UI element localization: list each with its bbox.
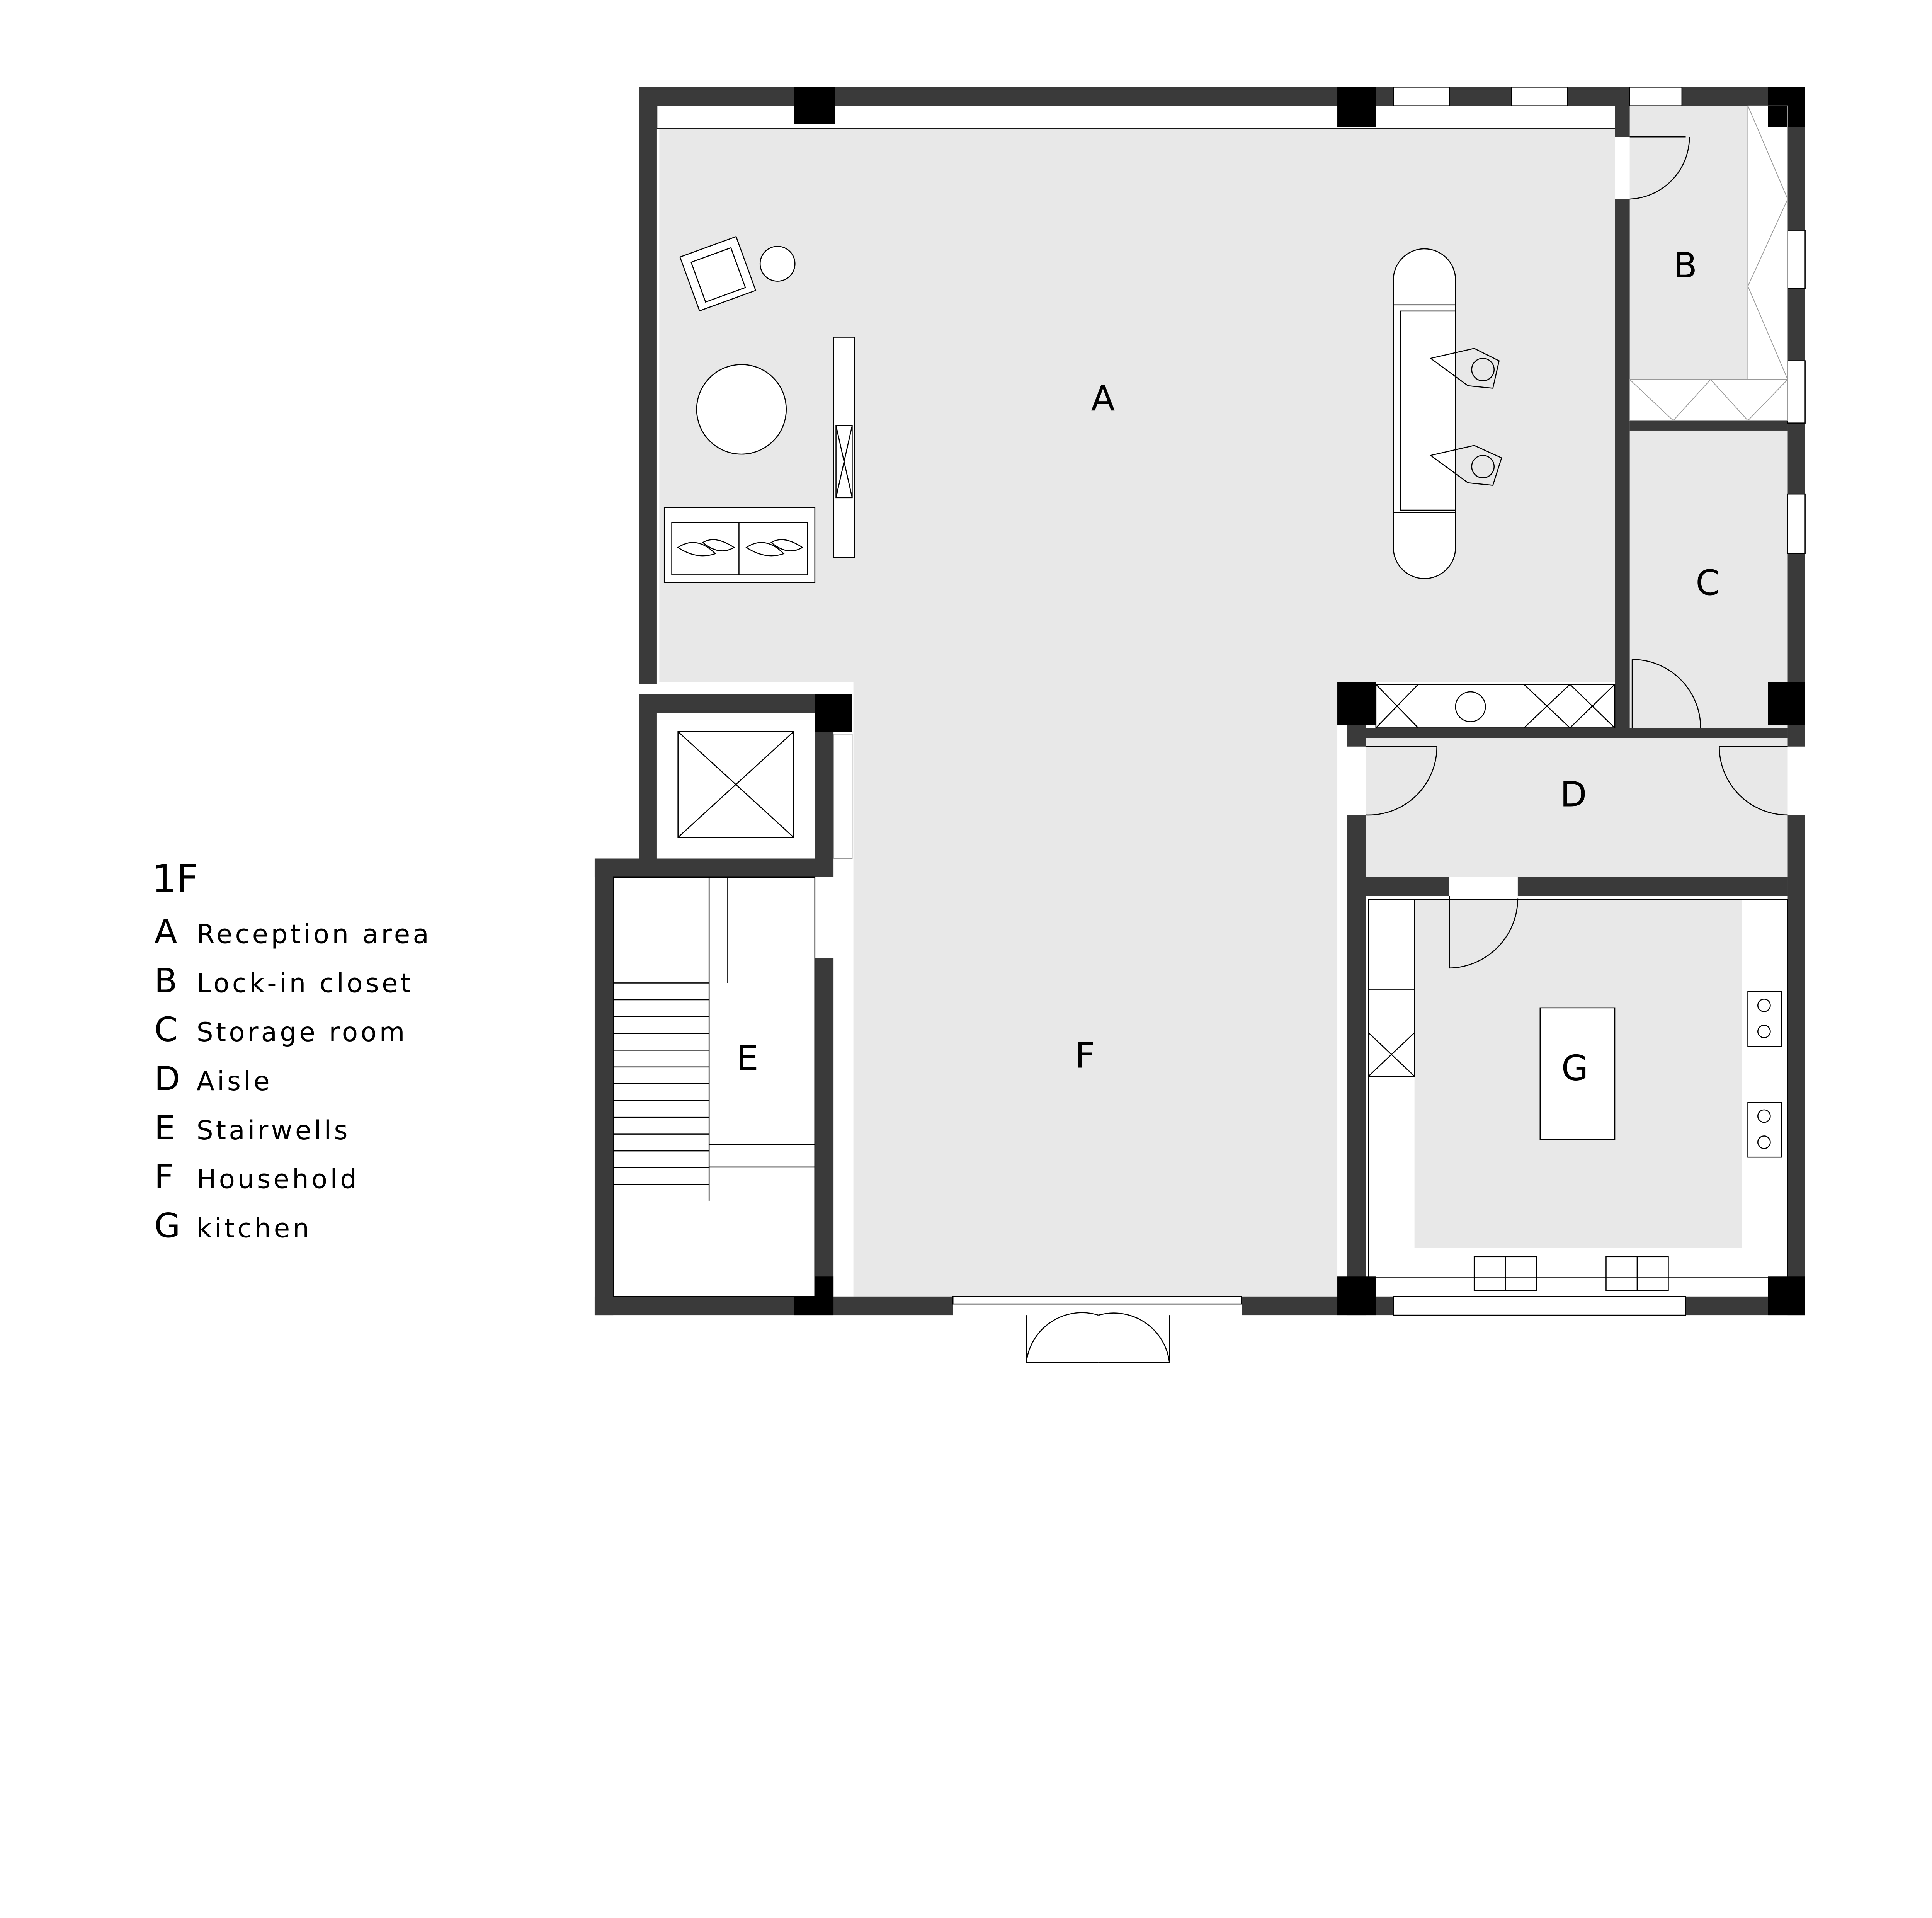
walls [594, 87, 1805, 1316]
sofa [663, 507, 816, 583]
floor-aisle [1366, 738, 1788, 877]
legend-key: B [154, 961, 177, 1000]
room-label-f: F [1075, 1035, 1095, 1076]
reception-desk [1393, 248, 1456, 579]
legend-key: G [154, 1207, 180, 1246]
side-table [759, 246, 796, 282]
kitchen-fixtures [1368, 899, 1788, 1291]
room-label-d: D [1560, 774, 1587, 815]
legend-key: F [154, 1157, 173, 1196]
legend-room-name: Aisle [197, 1066, 272, 1096]
floor-closet [1629, 106, 1748, 380]
legend-title: 1F [152, 856, 199, 901]
closet-cabinets [1629, 105, 1788, 421]
room-label-a: A [1091, 378, 1115, 419]
tv-cabinet [833, 337, 855, 558]
room-label-c: C [1696, 563, 1720, 603]
seated-people [1429, 348, 1502, 486]
columns [794, 87, 1805, 1316]
legend-room-name: kitchen [197, 1213, 312, 1244]
kitchen-island [1539, 1007, 1616, 1140]
legend-key: D [154, 1059, 180, 1098]
floor-areas [656, 105, 1788, 1297]
room-label-e: E [736, 1038, 759, 1079]
stairs [612, 876, 816, 1297]
counter-cabinet [1375, 684, 1616, 728]
elevator [677, 731, 853, 859]
furniture [612, 105, 1788, 1297]
room-labels: A B C D E F G [736, 245, 1720, 1089]
floor-household [853, 682, 1338, 1297]
room-label-b: B [1673, 245, 1697, 286]
armchair [679, 236, 757, 311]
legend-key: A [154, 912, 177, 951]
floor-reception [659, 128, 1615, 682]
legend-room-name: Reception area [197, 919, 432, 949]
legend-room-name: Stairwells [197, 1115, 350, 1145]
legend-room-name: Household [197, 1164, 360, 1195]
windows [952, 87, 1806, 1316]
legend-key: E [154, 1108, 175, 1147]
legend-room-name: Storage room [197, 1017, 408, 1047]
room-label-g: G [1561, 1048, 1588, 1089]
legend-room-name: Lock-in closet [197, 968, 414, 998]
floor-storage [1629, 430, 1788, 728]
round-table [696, 364, 787, 455]
legend-key: C [154, 1010, 178, 1049]
